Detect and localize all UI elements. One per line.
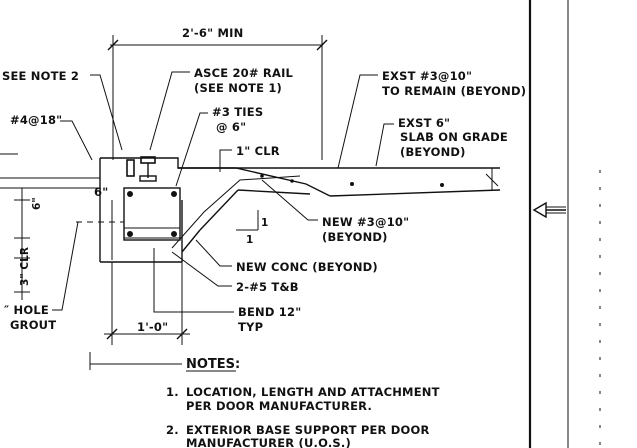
callout-rail-line1: ASCE 20# RAIL bbox=[194, 66, 294, 80]
bent-rebar bbox=[171, 175, 301, 249]
callout-exst-slab-line1: EXST 6" bbox=[398, 116, 450, 130]
note-2-line1: EXTERIOR BASE SUPPORT PER DOOR bbox=[186, 423, 430, 437]
callout-ties-line1: #3 TIES bbox=[212, 105, 263, 119]
callout-hole-line1: ″ HOLE bbox=[4, 303, 49, 317]
dimension-top-label: 2'-6" MIN bbox=[182, 26, 243, 40]
note-1-line2: PER DOOR MANUFACTURER. bbox=[186, 399, 372, 413]
note-1-number: 1. bbox=[166, 385, 179, 399]
callout-new-3010-line1: NEW #3@10" bbox=[322, 215, 409, 229]
callout-clr: 1" CLR bbox=[236, 144, 280, 158]
callout-exst-3010-line1: EXST #3@10" bbox=[382, 69, 472, 83]
note-1-line1: LOCATION, LENGTH AND ATTACHMENT bbox=[186, 385, 440, 399]
concrete-curb bbox=[0, 157, 331, 263]
dim-3-clr-label: 3" CLR bbox=[19, 247, 31, 286]
callout-hole-line2: GROUT bbox=[10, 318, 56, 332]
callout-see-note-2: SEE NOTE 2 bbox=[2, 69, 79, 83]
left-edge-lines bbox=[0, 153, 30, 300]
note-2-line2: MANUFACTURER (U.O.S.) bbox=[186, 436, 351, 448]
dim-6-label-b: 6" bbox=[31, 197, 43, 210]
callout-bars-2-5: 2-#5 T&B bbox=[236, 280, 299, 294]
callout-bend-line2: TYP bbox=[238, 320, 263, 334]
callout-new-3010-line2: (BEYOND) bbox=[322, 230, 388, 244]
callout-bar-4018: #4@18" bbox=[10, 113, 62, 127]
callout-exst-slab-line2: SLAB ON GRADE bbox=[400, 130, 508, 144]
dimension-bottom-label: 1'-0" bbox=[137, 320, 168, 334]
notes-title: NOTES: bbox=[186, 357, 240, 372]
rail bbox=[126, 156, 157, 182]
callout-exst-slab-line3: (BEYOND) bbox=[400, 145, 466, 159]
dimension-bottom bbox=[89, 262, 190, 370]
callout-rail-line2: (SEE NOTE 1) bbox=[194, 81, 282, 95]
callout-new-conc: NEW CONC (BEYOND) bbox=[236, 260, 378, 274]
leader-lines bbox=[52, 71, 394, 313]
dim-6-label-a: 6" bbox=[94, 185, 108, 199]
ties bbox=[123, 187, 181, 241]
slope-indicator bbox=[236, 210, 259, 231]
callout-bend-line1: BEND 12" bbox=[238, 305, 301, 319]
slope-label-vertical: 1 bbox=[261, 217, 268, 229]
slope-label-horizontal: 1 bbox=[246, 234, 253, 246]
dimension-top bbox=[107, 35, 328, 160]
callout-ties-line2: @ 6" bbox=[216, 120, 246, 134]
section-arrow-icon bbox=[532, 201, 566, 219]
note-2-number: 2. bbox=[166, 423, 179, 437]
callout-exst-3010-line2: TO REMAIN (BEYOND) bbox=[382, 84, 526, 98]
